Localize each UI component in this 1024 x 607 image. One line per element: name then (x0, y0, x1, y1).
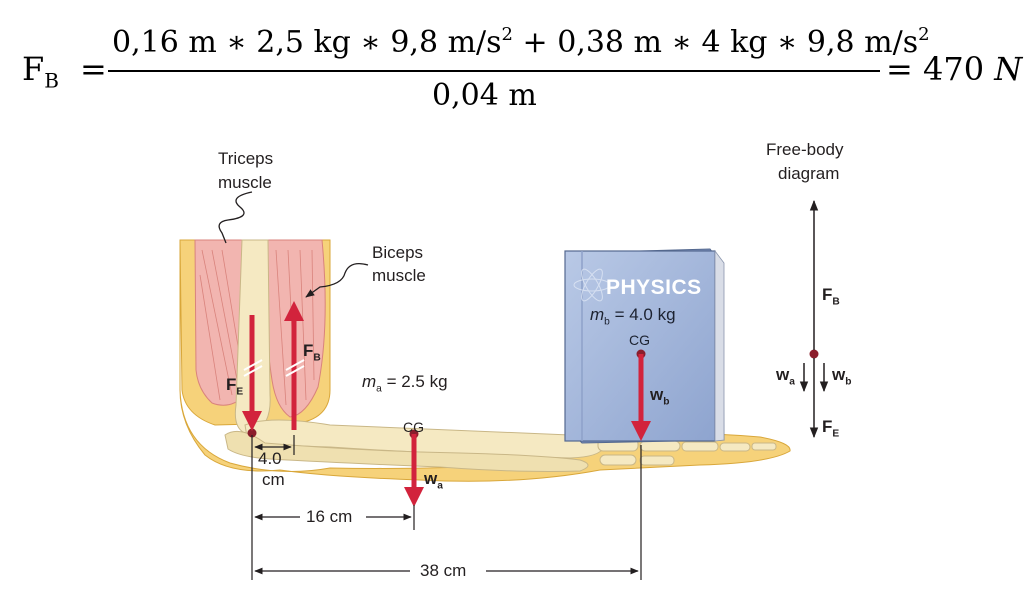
equation-result: = 470 N (886, 50, 1022, 88)
dim-16-label: 16 cm (306, 507, 353, 526)
biceps-label-line1: Biceps (372, 243, 424, 262)
fbd-fb-label: FB (822, 285, 840, 308)
dim-4-unit: cm (262, 470, 285, 489)
triceps-label-line2: muscle (218, 173, 272, 192)
ulna-bone (224, 430, 589, 472)
weight-wa-label: wa (424, 469, 443, 492)
numerator-term-1: 0,16 m ∗ 2,5 kg ∗ 9,8 m/s (112, 25, 502, 60)
triceps-pointer (218, 191, 253, 244)
equation: FB = 0,16 m ∗ 2,5 kg ∗ 9,8 m/s2 + 0,38 m… (0, 0, 1024, 125)
forearm-mass-label: ma = 2.5 kg (362, 372, 448, 395)
free-body-diagram (799, 199, 829, 439)
result-unit: N (994, 50, 1023, 88)
lhs-subscript: B (44, 68, 59, 93)
diagram-illustration (179, 191, 829, 580)
numerator-exponent-1: 2 (501, 24, 513, 45)
book-cg-label: CG (629, 332, 650, 348)
dimension-lines (251, 435, 642, 580)
result-prefix: = 470 (886, 50, 995, 88)
arm-skin (179, 240, 791, 482)
numerator-exponent-2: 2 (918, 24, 930, 45)
dim-38-label: 38 cm (420, 561, 467, 580)
free-body-label-line1: Free-body (766, 140, 844, 159)
equation-denominator: 0,04 m (432, 78, 537, 113)
equation-numerator: 0,16 m ∗ 2,5 kg ∗ 9,8 m/s2 + 0,38 m ∗ 4 … (112, 24, 930, 60)
biceps-label-line2: muscle (372, 266, 426, 285)
fraction-bar (108, 70, 880, 72)
weight-wb-label: wb (650, 385, 670, 408)
fbd-point (809, 349, 819, 359)
fbd-wa-label: wa (776, 365, 795, 388)
biceps-pointer (305, 262, 369, 298)
free-body-label-line2: diagram (778, 164, 840, 183)
forearm-diagram: Triceps muscle Biceps muscle Free-body d… (0, 125, 1024, 607)
forearm-cg-label: CG (403, 419, 424, 435)
fbd-wb-label: wb (832, 365, 852, 388)
force-fb-label: FB (303, 341, 321, 364)
fbd-fe-label: FE (822, 417, 840, 440)
equation-equals: = (80, 50, 107, 88)
force-fe-label: FE (226, 375, 244, 398)
lhs-symbol: F (22, 50, 45, 88)
equation-lhs: FB (22, 50, 59, 92)
dim-4-value: 4.0 (258, 449, 282, 468)
hand-bones (597, 438, 777, 466)
triceps-label-line1: Triceps (218, 149, 274, 168)
numerator-plus: + (512, 25, 558, 60)
book-title: PHYSICS (606, 276, 702, 299)
book-mass-label: mb = 4.0 kg (590, 305, 676, 328)
numerator-term-2: 0,38 m ∗ 4 kg ∗ 9,8 m/s (557, 25, 919, 60)
